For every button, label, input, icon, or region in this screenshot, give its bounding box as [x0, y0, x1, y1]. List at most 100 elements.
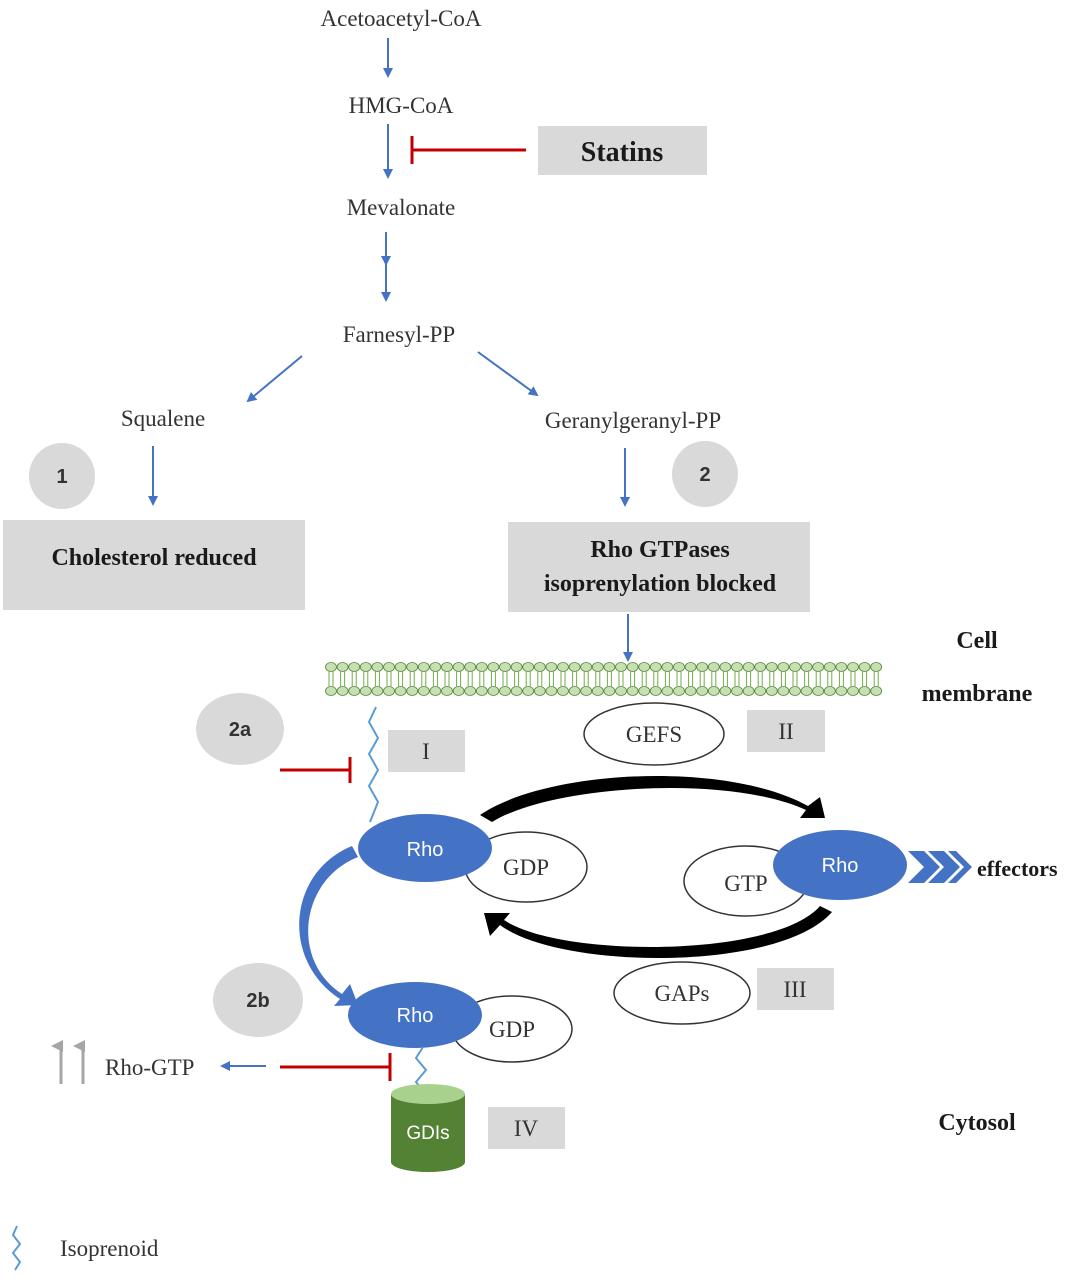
lipid-head-top	[789, 662, 801, 672]
lipid-head-top	[812, 662, 825, 672]
isoprenoid-zigzag-icon	[11, 1225, 22, 1271]
lipid-head-bottom	[673, 686, 685, 696]
gefs-label: GEFS	[626, 722, 682, 747]
lipid-head-bottom	[847, 686, 859, 696]
lipid-head-bottom	[348, 686, 361, 696]
lipid-head-top	[754, 662, 767, 672]
lipid-head-bottom	[533, 686, 546, 696]
arrow-farnesyl-to-geranyl	[477, 351, 539, 397]
lipid-head-top	[673, 662, 685, 672]
lipid-head-bottom	[800, 686, 813, 696]
gdis-label: GDIs	[406, 1123, 449, 1144]
lipid-head-top	[731, 662, 743, 672]
isoprenoid-anchor-top	[367, 706, 380, 823]
box-iii	[757, 968, 834, 1010]
arrow-farnesyl-to-squalene	[246, 355, 303, 403]
lipid-head-top	[417, 662, 430, 672]
box-i-label: I	[422, 739, 430, 764]
badge-2	[672, 441, 738, 507]
statins-label: Statins	[581, 137, 664, 168]
rho-isoprenylation-box	[508, 522, 810, 612]
lipid-head-top	[626, 662, 639, 672]
lipid-head-bottom	[707, 686, 720, 696]
cholesterol-reduced-label: Cholesterol reduced	[51, 545, 257, 571]
lipid-head-top	[406, 662, 419, 672]
acetoacetyl-coa-label: Acetoacetyl-CoA	[321, 6, 482, 31]
lipid-head-bottom	[789, 686, 801, 696]
lipid-head-bottom	[336, 686, 349, 696]
lipid-head-top	[545, 662, 558, 672]
rho-gtp-label: Rho-GTP	[105, 1055, 194, 1080]
cell-label: Cell	[956, 628, 998, 654]
cell-membrane-bilayer	[325, 662, 883, 696]
lipid-head-bottom	[359, 686, 372, 696]
lipid-head-bottom	[429, 686, 442, 696]
lipid-head-bottom	[638, 686, 651, 696]
lipid-head-bottom	[649, 686, 662, 696]
cycle-arrow-inactivation	[484, 906, 832, 958]
geranylgeranyl-pp-label: Geranylgeranyl-PP	[545, 408, 721, 433]
badge-2a-label: 2a	[229, 719, 252, 741]
effectors-chevron-2	[928, 851, 960, 883]
lipid-head-top	[707, 662, 720, 672]
lipid-head-top	[429, 662, 442, 672]
lipid-head-bottom	[522, 686, 535, 696]
arrow-rho-to-gdi-complex	[299, 846, 358, 1006]
lipid-head-top	[684, 662, 697, 672]
effectors-chevron-3	[948, 851, 972, 883]
badge-2b-label: 2b	[246, 990, 269, 1012]
rho-ellipse-right	[773, 830, 907, 900]
lipid-head-bottom	[765, 686, 778, 696]
lipid-head-bottom	[394, 686, 407, 696]
effectors-label: effectors	[977, 856, 1058, 881]
rho-isoprenylation-line1: Rho GTPases	[590, 537, 729, 563]
lipid-head-top	[661, 662, 674, 672]
box-iv	[488, 1107, 565, 1149]
box-ii	[747, 710, 825, 752]
lipid-head-bottom	[858, 686, 871, 696]
effectors-chevron-1	[908, 851, 940, 883]
rho-ellipse-bottom	[348, 982, 482, 1048]
lipid-head-bottom	[823, 686, 836, 696]
lipid-head-bottom	[742, 686, 755, 696]
lipid-head-top	[649, 662, 662, 672]
lipid-head-top	[452, 662, 465, 672]
lipid-head-bottom	[777, 686, 790, 696]
gefs-ellipse	[583, 702, 725, 766]
hmg-coa-label: HMG-CoA	[349, 93, 454, 118]
lipid-head-top	[742, 662, 755, 672]
lipid-head-top	[719, 662, 732, 672]
lipid-head-bottom	[812, 686, 825, 696]
box-i	[388, 730, 465, 772]
rho-isoprenylation-line2: isoprenylation blocked	[544, 571, 777, 597]
lipid-head-bottom	[510, 686, 523, 696]
box-iii-label: III	[784, 977, 807, 1002]
rho-label-right: Rho	[822, 855, 859, 877]
arrow-mevalonate-midhead	[381, 256, 391, 266]
gaps-ellipse	[613, 961, 751, 1025]
lipid-head-top	[777, 662, 790, 672]
lipid-head-top	[499, 662, 511, 672]
lipid-head-bottom	[441, 686, 453, 696]
lipid-head-top	[533, 662, 546, 672]
cytosol-label: Cytosol	[938, 1110, 1016, 1136]
membrane-label: membrane	[922, 681, 1033, 707]
gaps-label: GAPs	[655, 981, 710, 1006]
lipid-head-bottom	[684, 686, 697, 696]
badge-1	[29, 443, 95, 509]
lipid-head-top	[359, 662, 372, 672]
lipid-head-bottom	[754, 686, 767, 696]
lipid-head-bottom	[499, 686, 511, 696]
lipid-head-top	[522, 662, 535, 672]
lipid-head-top	[800, 662, 813, 672]
lipid-head-top	[765, 662, 778, 672]
lipid-head-top	[487, 662, 500, 672]
lipid-head-top	[348, 662, 361, 672]
lipid-head-top	[615, 662, 627, 672]
lipid-head-top	[557, 662, 569, 672]
lipid-head-bottom	[696, 686, 709, 696]
lipid-head-bottom	[417, 686, 430, 696]
lipid-head-bottom	[557, 686, 569, 696]
lipid-head-top	[638, 662, 651, 672]
squalene-label: Squalene	[121, 406, 205, 431]
